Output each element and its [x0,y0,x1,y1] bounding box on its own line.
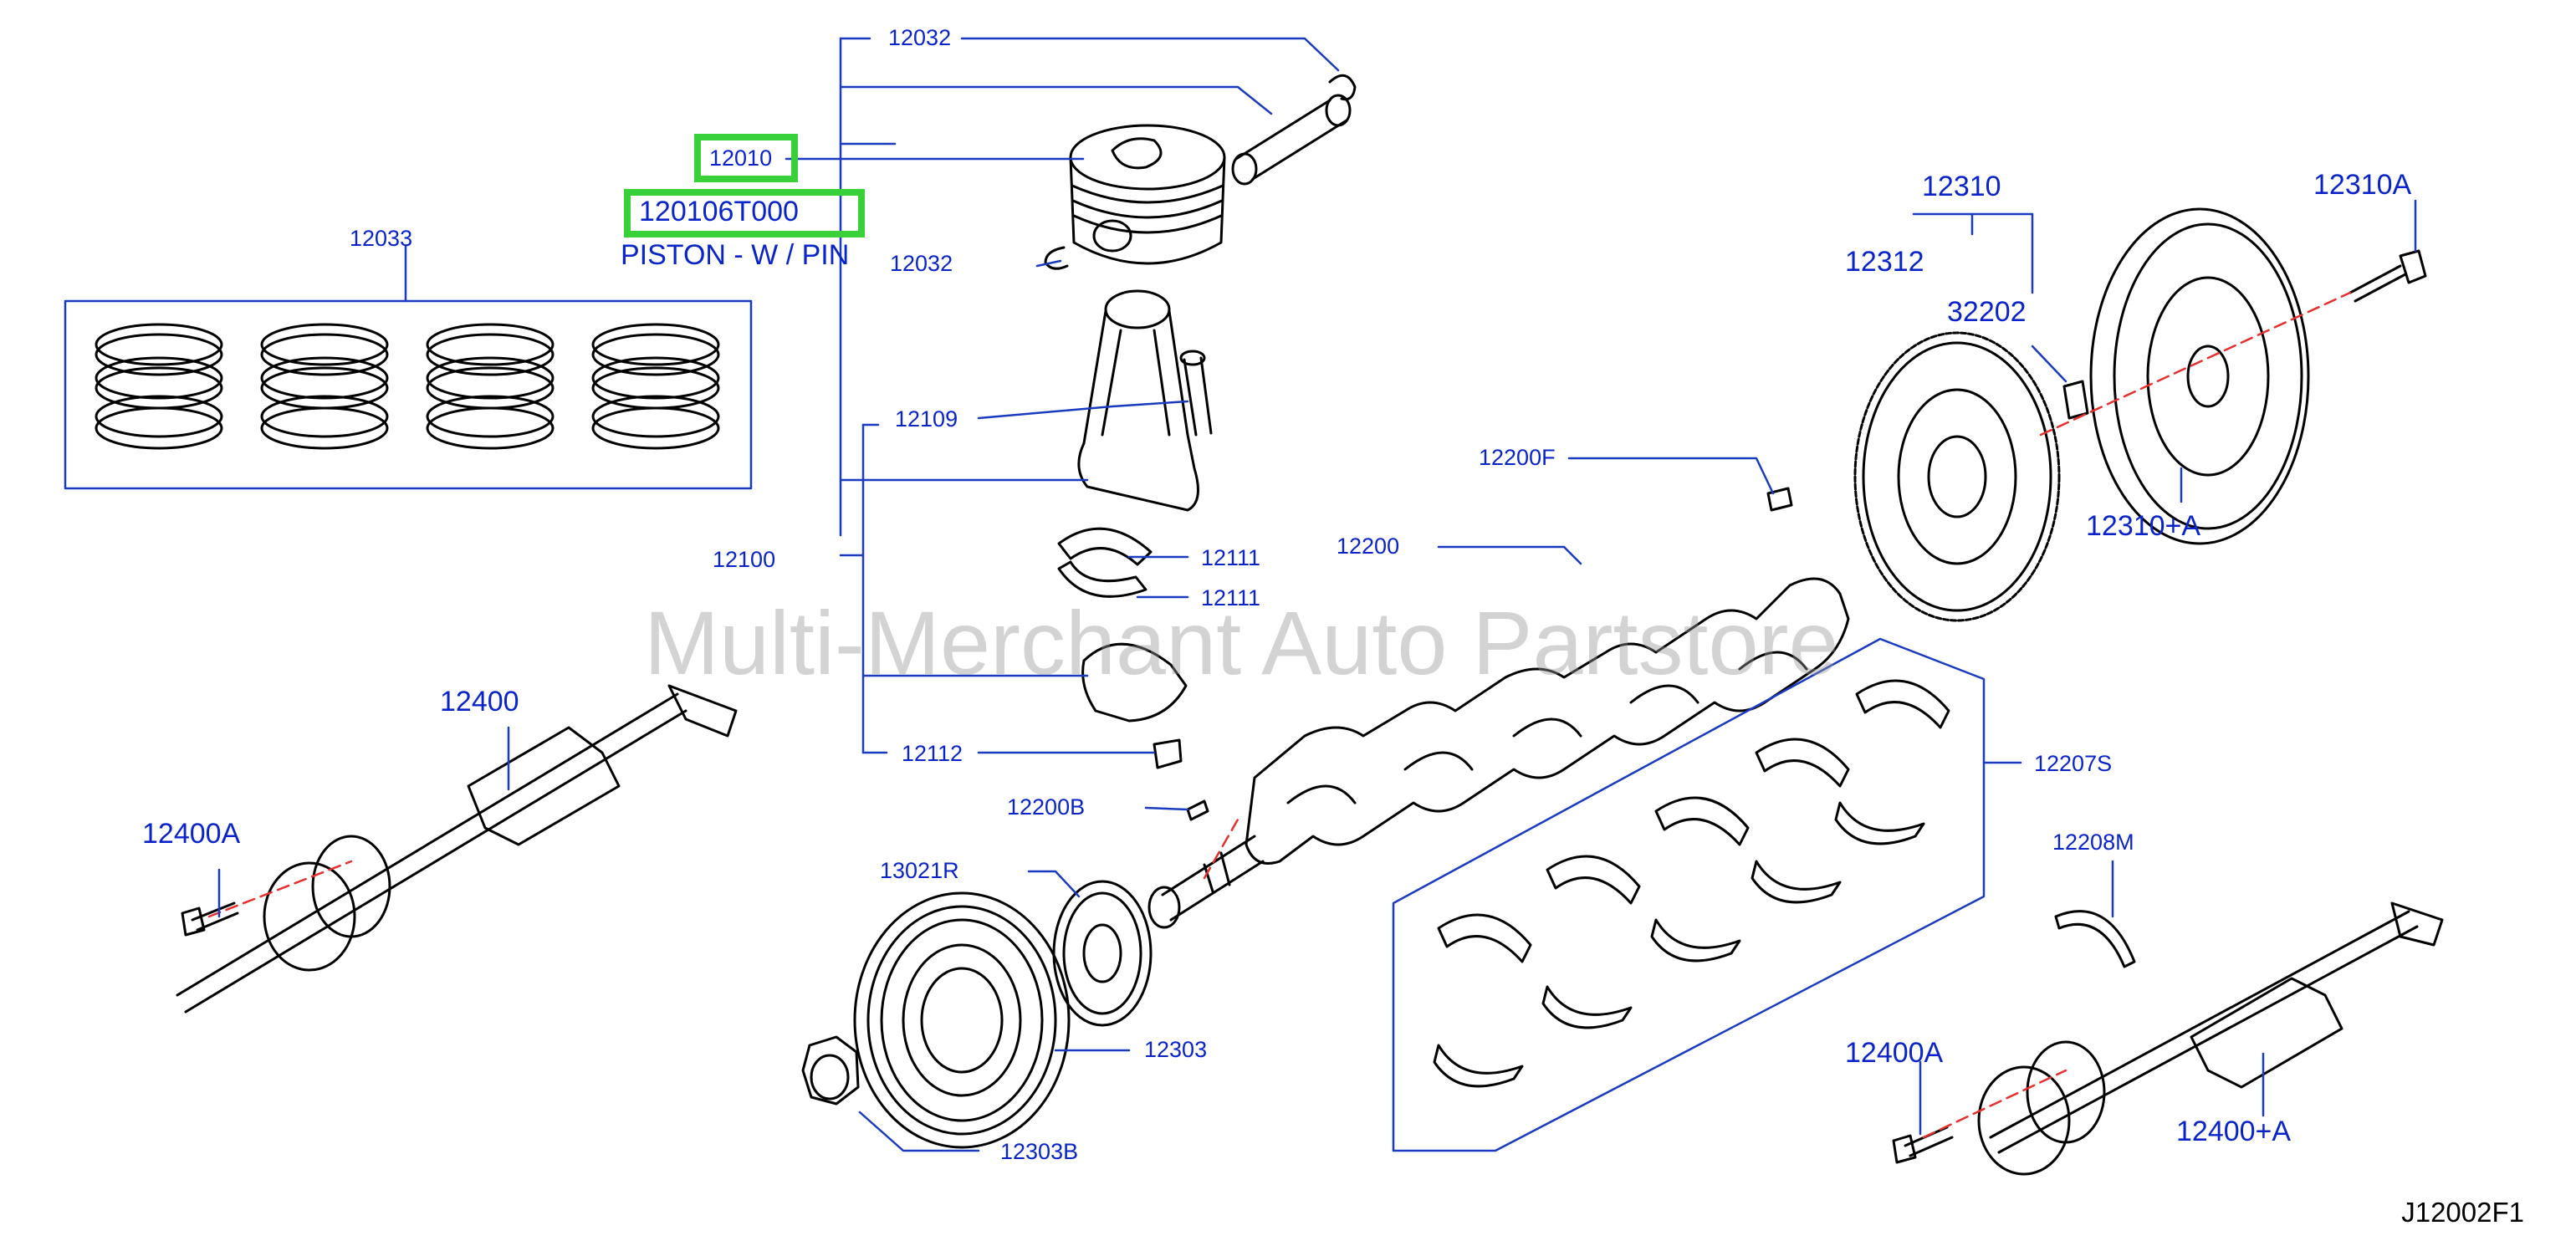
part-label-12400A-right[interactable]: 12400A [1845,1037,1944,1069]
part-label-12310-plus-A[interactable]: 12310+A [2086,510,2201,542]
part-label-12200B[interactable]: 12200B [1007,794,1086,820]
ring-stack-1 [95,323,223,450]
part-label-12109[interactable]: 12109 [895,406,958,432]
part-label-12207S[interactable]: 12207S [2034,751,2113,776]
part-label-32202[interactable]: 32202 [1947,296,2027,328]
pulley-bolt [801,1035,860,1106]
part-label-12010[interactable]: 12010 [709,146,773,171]
part-description-piston: PISTON - W / PIN [621,239,850,271]
highlight-box-12010 [694,134,798,182]
part-label-12200F[interactable]: 12200F [1479,445,1556,470]
thrust-washer [2054,910,2136,968]
part-label-12200[interactable]: 12200 [1337,534,1400,559]
crankshaft [1147,577,1850,929]
part-label-12400A-left[interactable]: 12400A [142,818,241,850]
pin-clip-top [1328,74,1357,101]
part-label-120106T000[interactable]: 120106T000 [639,196,799,227]
part-label-12208M[interactable]: 12208M [2052,830,2134,855]
flexplate [1853,331,2061,622]
rod-bearing-lower [1057,560,1147,598]
crank-pulley [853,891,1071,1149]
part-label-12312[interactable]: 12312 [1845,246,1924,278]
alignment-centerlines [207,291,2352,1139]
part-label-12303B[interactable]: 12303B [1000,1139,1079,1164]
part-label-12310A[interactable]: 12310A [2313,169,2412,201]
crank-pin-12200F [1766,487,1793,512]
ring-stack-3 [426,323,555,450]
ring-stack-4 [591,323,720,450]
part-label-13021R[interactable]: 13021R [880,858,959,883]
piston-ring-set [64,299,753,490]
balance-shaft-right [1977,901,2444,1176]
part-label-12400-plus-A[interactable]: 12400+A [2176,1116,2292,1147]
highlight-box-120106T000 [624,189,865,237]
pilot-bushing [2062,380,2089,420]
balance-shaft-left [176,684,738,1014]
rod-nut [1153,738,1183,769]
part-label-12032-top[interactable]: 12032 [888,25,952,50]
part-label-12111-lower[interactable]: 12111 [1201,585,1261,610]
crank-key [1186,799,1209,821]
part-label-12111-upper[interactable]: 12111 [1201,545,1261,570]
balance-bolt-left [181,901,239,937]
diagram-id: J12002F1 [2401,1197,2524,1228]
leader-lines [217,37,2417,1152]
main-bearing-set [1392,637,1986,1152]
part-label-12032-clip[interactable]: 12032 [890,251,953,276]
piston-pin [1231,94,1352,186]
part-label-12303[interactable]: 12303 [1144,1037,1208,1062]
flywheel [2089,207,2310,545]
part-label-12033[interactable]: 12033 [350,226,413,251]
pin-clip-bottom [1044,246,1069,270]
balance-bolt-right [1892,1126,1954,1164]
part-label-12400[interactable]: 12400 [440,686,519,718]
rod-bearing-upper [1057,527,1153,566]
piston [1069,124,1226,265]
part-label-12112[interactable]: 12112 [902,741,963,766]
part-label-12310[interactable]: 12310 [1922,171,2001,202]
rod-cap [1081,642,1188,723]
ring-stack-2 [260,323,389,450]
rod-bolt [1179,350,1213,437]
part-label-12100[interactable]: 12100 [713,547,776,572]
watermark: Multi-Merchant Auto Partstore [644,592,1839,693]
connecting-rod [1077,289,1199,512]
flywheel-bolt [2349,249,2427,303]
